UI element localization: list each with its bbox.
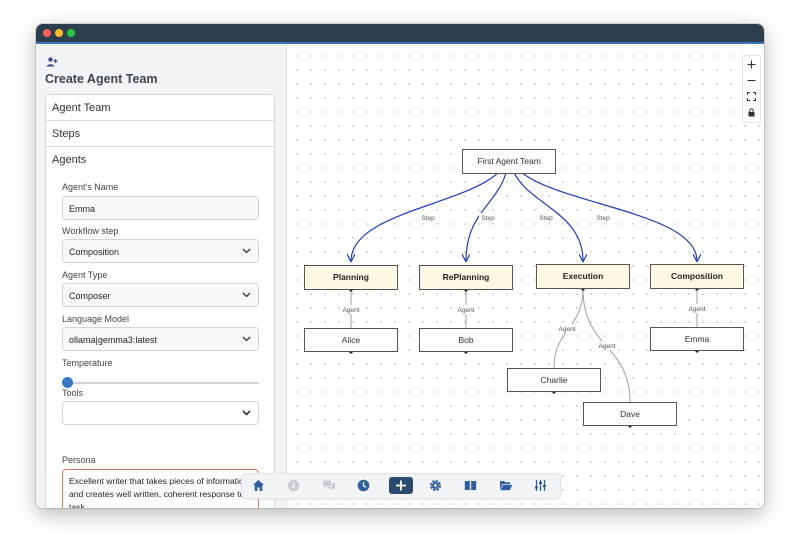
step-edge-label: Step xyxy=(421,215,435,222)
chat-button[interactable] xyxy=(321,478,337,494)
minus-icon xyxy=(747,79,756,82)
step-edge-label: Step xyxy=(481,215,495,222)
step-node-replanning[interactable]: RePlanning xyxy=(419,265,513,290)
step-node-planning[interactable]: Planning xyxy=(304,265,398,290)
add-icon xyxy=(396,480,406,491)
book-icon xyxy=(464,481,477,490)
library-button[interactable] xyxy=(463,478,479,494)
agent-node-label: Charlie xyxy=(540,375,568,385)
agent-edge-label: Agent xyxy=(343,307,360,314)
agent-node-label: Dave xyxy=(620,409,640,419)
agent-form: Agent's Name Emma Workflow step Composit… xyxy=(45,173,275,508)
settings-button[interactable] xyxy=(428,478,444,494)
language-model-label: Language Model xyxy=(62,314,130,324)
zoom-out-button[interactable] xyxy=(743,72,760,88)
zoom-window-button[interactable] xyxy=(67,29,75,37)
sidebar: Create Agent Team Agent Team Steps Agent… xyxy=(36,44,287,508)
sliders-button[interactable] xyxy=(533,478,549,494)
agent-node-bob[interactable]: Bob xyxy=(419,328,513,352)
agent-node-label: Bob xyxy=(458,335,474,345)
agent-name-label: Agent's Name xyxy=(62,182,119,192)
close-window-button[interactable] xyxy=(43,29,51,37)
step-edge-label: Step xyxy=(596,215,610,222)
folder-icon xyxy=(500,481,513,491)
zoom-in-button[interactable] xyxy=(743,56,760,72)
step-node-composition[interactable]: Composition xyxy=(650,264,744,289)
accordion-agent-team[interactable]: Agent Team xyxy=(45,94,275,121)
persona-value: Excellent writer that takes pieces of in… xyxy=(69,476,252,508)
fit-view-button[interactable] xyxy=(743,88,760,104)
open-folder-button[interactable] xyxy=(498,478,514,494)
agent-node-charlie[interactable]: Charlie xyxy=(507,368,601,392)
team-node-label: First Agent Team xyxy=(477,156,541,166)
accordion-steps[interactable]: Steps xyxy=(45,120,275,147)
agent-node-emma[interactable]: Emma xyxy=(650,327,744,351)
workflow-canvas[interactable]: Step Step Step Step Agent Agent Agent Ag… xyxy=(287,44,764,508)
team-node[interactable]: First Agent Team xyxy=(462,149,556,174)
temperature-label: Temperature xyxy=(62,358,113,368)
chevron-down-icon xyxy=(242,248,251,254)
tools-label: Tools xyxy=(62,388,84,398)
workflow-step-label: Workflow step xyxy=(62,226,119,236)
step-node-label: Execution xyxy=(562,271,604,281)
agent-node-label: Emma xyxy=(684,334,710,344)
language-model-value: ollama|gemma3:latest xyxy=(69,335,157,345)
graph-edges: Step Step Step Step Agent Agent Agent Ag… xyxy=(341,149,707,428)
agent-node-label: Alice xyxy=(341,335,361,345)
workflow-step-value: Composition xyxy=(69,247,120,257)
sliders-icon xyxy=(535,480,546,491)
title-bar xyxy=(36,24,764,44)
add-user-icon xyxy=(46,57,58,67)
agent-edge-label: Agent xyxy=(458,307,475,314)
temperature-slider-thumb[interactable] xyxy=(62,377,73,388)
accordion-label: Agent Team xyxy=(52,102,111,114)
bottom-toolbar xyxy=(241,473,561,499)
info-button[interactable] xyxy=(286,478,302,494)
history-button[interactable] xyxy=(356,478,372,494)
persona-textarea[interactable]: Excellent writer that takes pieces of in… xyxy=(62,469,259,508)
home-button[interactable] xyxy=(251,478,267,494)
agent-name-input[interactable]: Emma xyxy=(62,196,259,220)
step-node-execution[interactable]: Execution xyxy=(536,264,630,289)
persona-label: Persona xyxy=(62,455,96,465)
page-title: Create Agent Team xyxy=(45,72,158,86)
workflow-step-select[interactable]: Composition xyxy=(62,239,259,263)
gear-icon xyxy=(430,480,441,491)
agent-type-value: Composer xyxy=(69,291,111,301)
plus-icon xyxy=(747,60,756,69)
agent-edge-label: Agent xyxy=(559,326,576,333)
chevron-down-icon xyxy=(242,336,251,342)
tools-select[interactable] xyxy=(62,401,259,425)
accordion-label: Steps xyxy=(52,128,81,140)
agent-name-value: Emma xyxy=(69,204,96,214)
agent-edge-label: Agent xyxy=(599,343,616,350)
agent-edge-label: Agent xyxy=(689,306,706,313)
lock-button[interactable] xyxy=(743,104,760,120)
canvas-controls xyxy=(742,55,761,123)
temperature-slider-track[interactable] xyxy=(62,382,259,384)
agent-type-label: Agent Type xyxy=(62,270,108,280)
add-button[interactable] xyxy=(389,477,413,494)
step-node-label: Composition xyxy=(671,271,723,281)
chat-icon xyxy=(323,480,335,491)
step-node-label: RePlanning xyxy=(442,272,490,282)
fullscreen-icon xyxy=(747,92,756,101)
chevron-down-icon xyxy=(242,292,251,298)
minimize-window-button[interactable] xyxy=(55,29,63,37)
info-icon xyxy=(287,479,300,492)
home-icon xyxy=(253,480,264,491)
chevron-down-icon xyxy=(242,410,251,416)
app-window: Create Agent Team Agent Team Steps Agent… xyxy=(36,24,764,508)
history-icon xyxy=(357,479,370,492)
step-node-label: Planning xyxy=(333,272,369,282)
accordion-agents[interactable]: Agents xyxy=(45,146,275,174)
agent-node-alice[interactable]: Alice xyxy=(304,328,398,352)
lock-icon xyxy=(748,108,755,117)
agent-type-select[interactable]: Composer xyxy=(62,283,259,307)
accordion-label: Agents xyxy=(52,154,87,166)
agent-node-dave[interactable]: Dave xyxy=(583,402,677,426)
step-edge-label: Step xyxy=(539,215,553,222)
language-model-select[interactable]: ollama|gemma3:latest xyxy=(62,327,259,351)
